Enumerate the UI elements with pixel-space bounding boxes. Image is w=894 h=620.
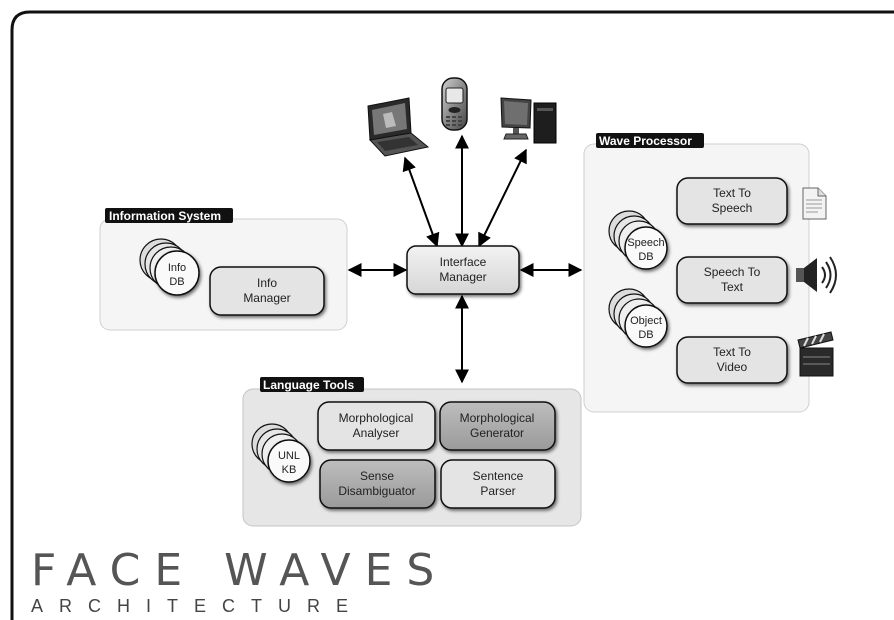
interface-manager-box: Interface Manager	[406, 245, 520, 295]
sense-disambiguator-line2: Disambiguator	[338, 484, 415, 498]
speech-db-stack: Speech DB	[608, 210, 668, 270]
info-db-line1: Info	[168, 262, 186, 274]
speech-to-text-line2: Text	[721, 280, 744, 294]
laptop-icon	[367, 97, 430, 157]
outer-frame	[10, 10, 894, 620]
wave-processor-tag: Wave Processor	[596, 133, 704, 148]
clapperboard-icon	[797, 331, 834, 377]
text-to-speech-line2: Speech	[712, 201, 753, 215]
unl-kb-line1: UNL	[278, 450, 300, 462]
desktop-computer-icon	[500, 97, 557, 144]
morph-analyser-line1: Morphological	[339, 411, 414, 425]
information-system-tag: Information System	[105, 208, 233, 223]
arrow-im-laptop	[402, 156, 440, 248]
text-to-speech-line1: Text To	[713, 186, 751, 200]
text-to-video-box: Text To Video	[676, 336, 788, 384]
info-db-line2: DB	[169, 276, 184, 288]
info-manager-box: Info Manager	[209, 266, 325, 316]
morphological-analyser-box: Morphological Analyser	[317, 401, 436, 451]
mobile-phone-icon	[441, 77, 468, 131]
unl-kb-stack: UNL KB	[251, 423, 311, 483]
unl-kb-line2: KB	[282, 464, 297, 476]
morph-analyser-line2: Analyser	[353, 426, 400, 440]
morph-generator-line1: Morphological	[460, 411, 535, 425]
speech-to-text-line1: Speech To	[704, 265, 761, 279]
interface-manager-line1: Interface	[440, 255, 487, 269]
footer-subtitle: ARCHITECTURE	[31, 596, 364, 616]
morphological-generator-box: Morphological Generator	[439, 401, 556, 451]
language-tools-tag: Language Tools	[260, 377, 364, 392]
sentence-parser-line1: Sentence	[473, 469, 524, 483]
interface-manager-line2: Manager	[439, 270, 486, 284]
wave-processor-title: Wave Processor	[599, 134, 692, 148]
footer-title: FACE WAVES	[31, 545, 448, 596]
document-icon	[802, 187, 827, 220]
morph-generator-line2: Generator	[470, 426, 524, 440]
sense-disambiguator-box: Sense Disambiguator	[319, 459, 436, 509]
info-manager-line2: Manager	[243, 291, 290, 305]
text-to-video-line1: Text To	[713, 345, 751, 359]
object-db-stack: Object DB	[608, 288, 668, 348]
information-system-title: Information System	[109, 209, 221, 223]
sentence-parser-line2: Parser	[480, 484, 515, 498]
speaker-icon	[796, 256, 837, 294]
speech-db-line1: Speech	[627, 237, 664, 249]
text-to-video-line2: Video	[717, 360, 748, 374]
sentence-parser-box: Sentence Parser	[440, 459, 556, 509]
object-db-line2: DB	[638, 329, 653, 341]
speech-db-line2: DB	[638, 251, 653, 263]
info-manager-line1: Info	[257, 276, 277, 290]
object-db-line1: Object	[630, 315, 662, 327]
info-db-stack: Info DB	[139, 238, 200, 296]
text-to-speech-box: Text To Speech	[676, 177, 788, 225]
connectors	[347, 134, 583, 384]
arrow-im-desktop	[478, 148, 527, 248]
language-tools-title: Language Tools	[263, 378, 354, 392]
speech-to-text-box: Speech To Text	[676, 256, 788, 304]
sense-disambiguator-line1: Sense	[360, 469, 394, 483]
